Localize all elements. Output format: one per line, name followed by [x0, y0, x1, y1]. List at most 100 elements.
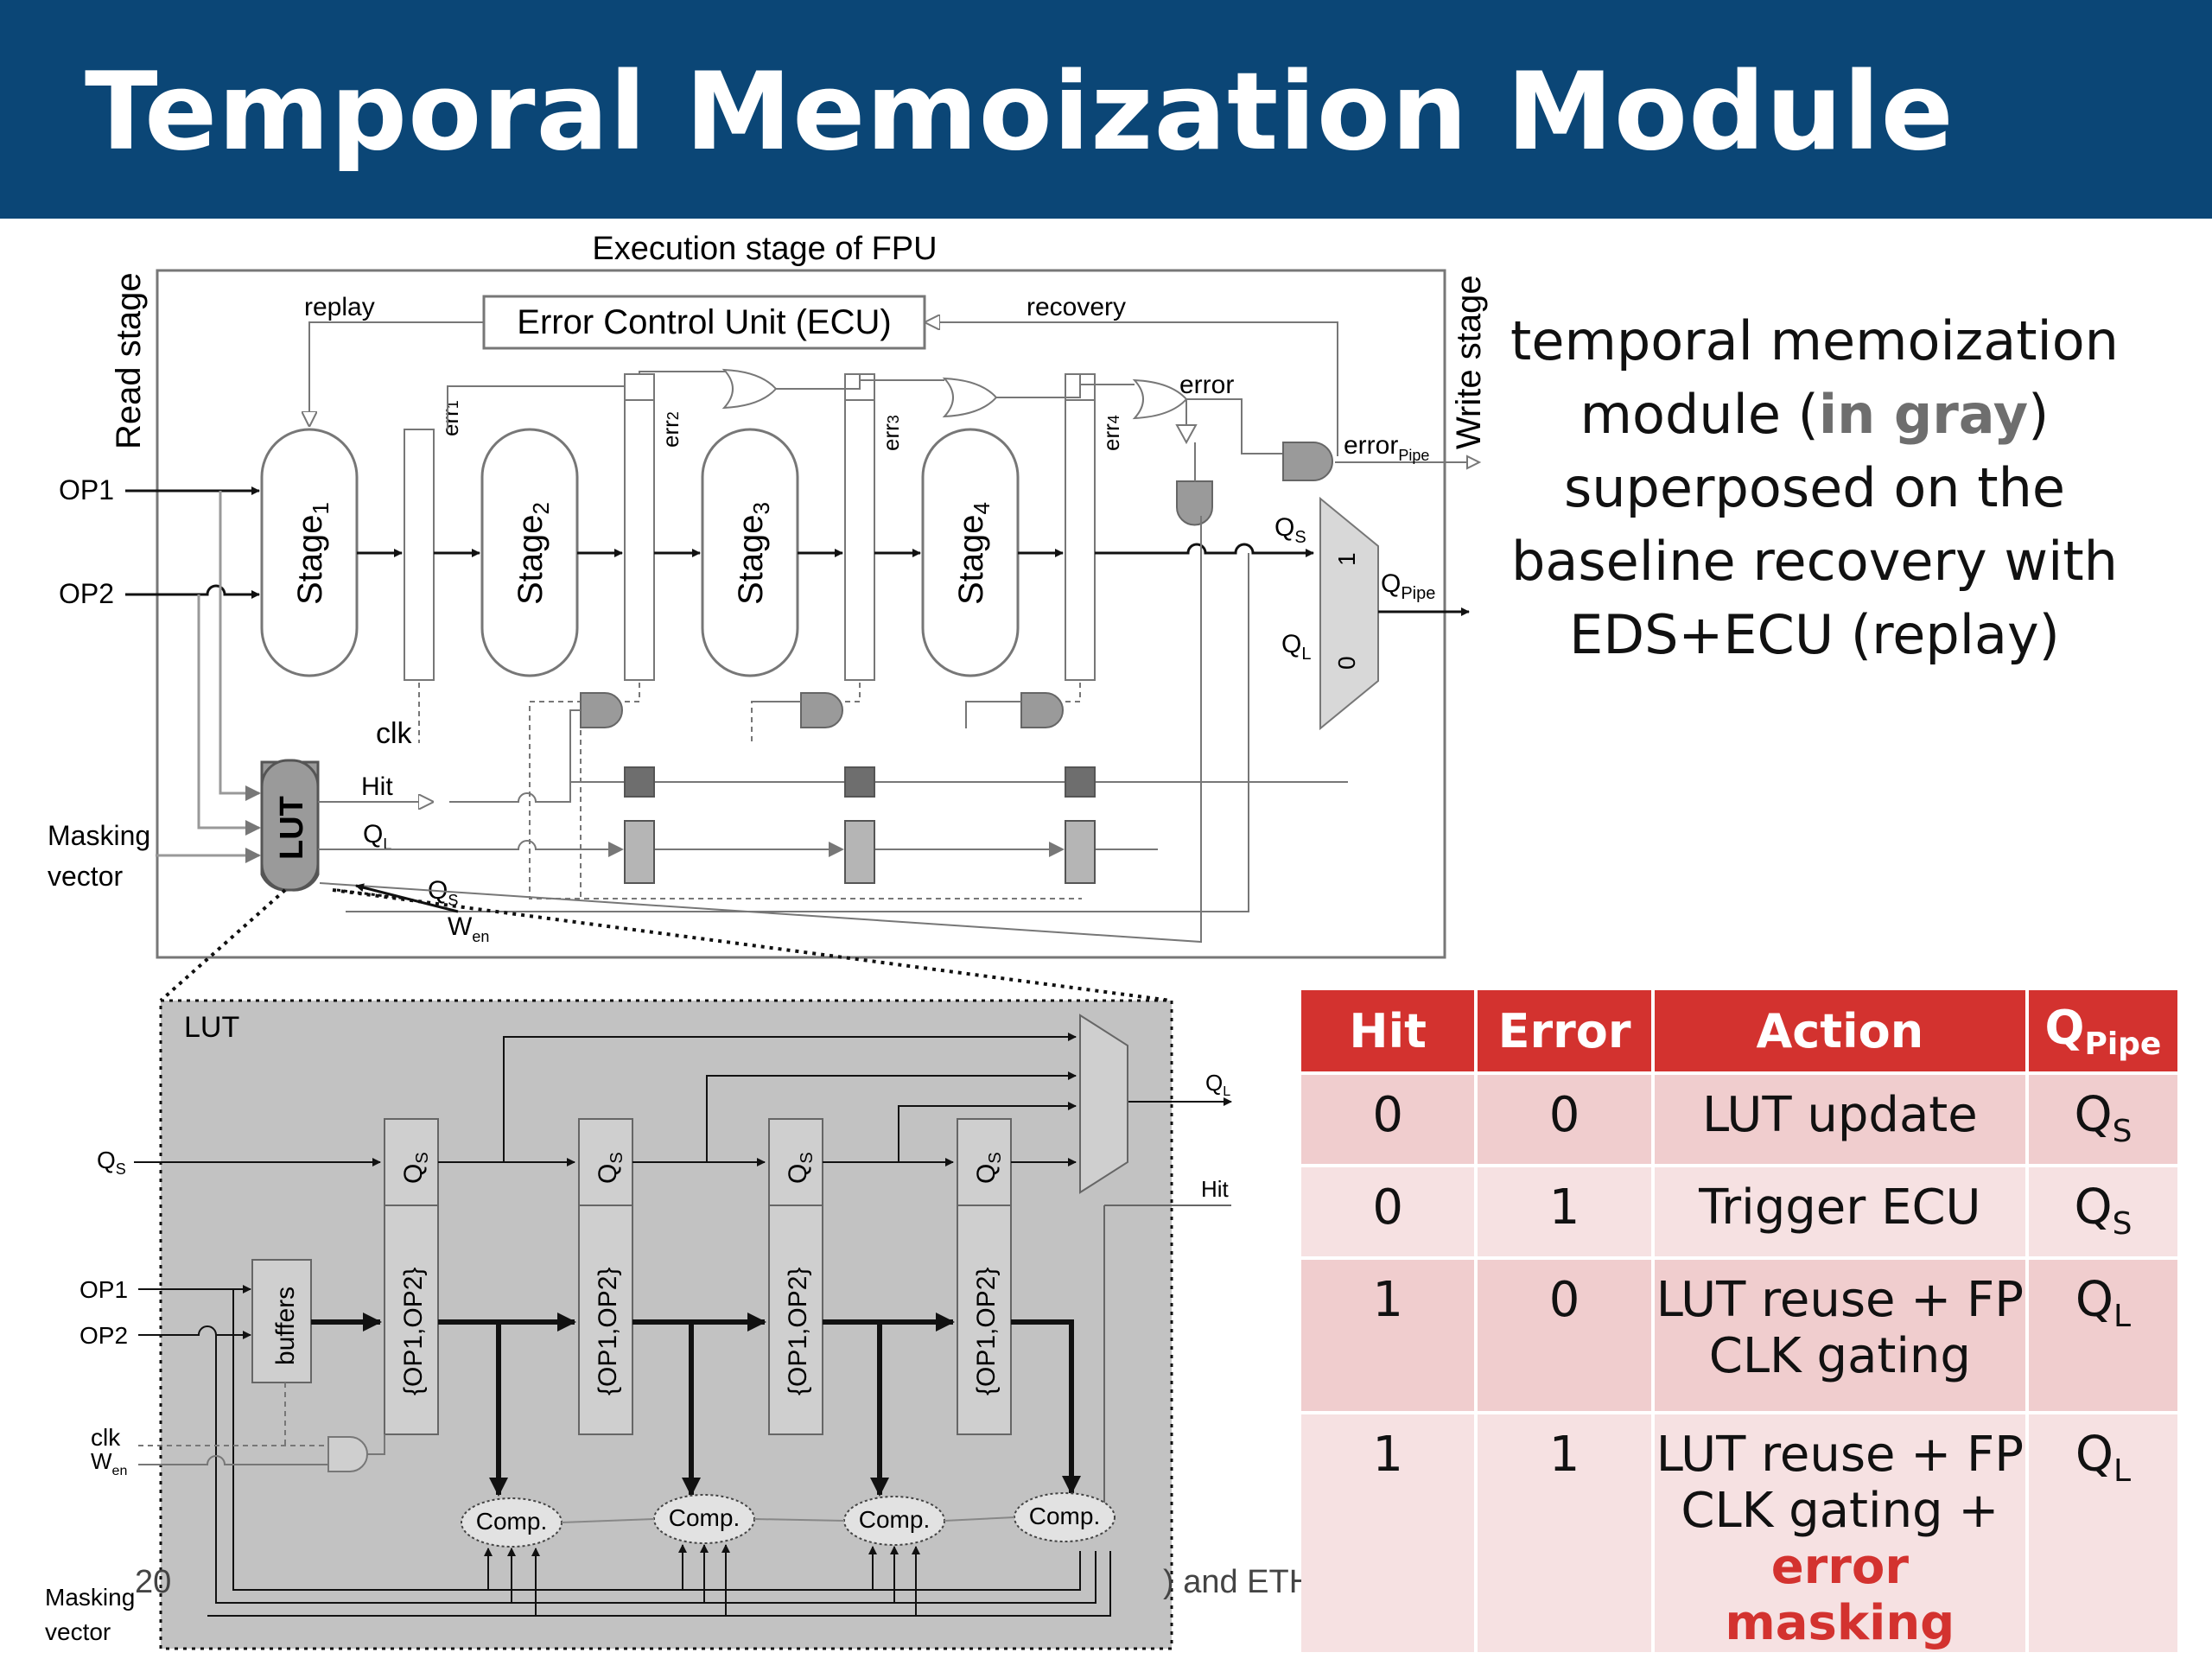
replay-line	[309, 321, 484, 425]
err1-label: err1	[437, 400, 463, 436]
stage1-label: Stage1	[291, 502, 334, 605]
error-label: error	[1179, 371, 1234, 399]
title-bar: Temporal Memoization Module	[0, 0, 2212, 219]
lut-clk-label: clk	[91, 1424, 121, 1451]
cell-hit: 0	[1301, 1167, 1475, 1256]
cell-q-sub: S	[2112, 1206, 2133, 1243]
ecu-box	[482, 295, 926, 350]
clk-lines	[418, 683, 1082, 899]
footer-right: ) and ETH	[1163, 1564, 1313, 1600]
comp-label-1: Comp.	[476, 1508, 547, 1535]
cell-action-line-2: CLK gating +	[1681, 1483, 1999, 1539]
mask-and-gate	[1176, 480, 1213, 526]
ql-latch-3	[1065, 820, 1096, 884]
slide-title: Temporal Memoization Module	[85, 50, 1955, 175]
cell-hit: 1	[1301, 1260, 1475, 1411]
comparators: Comp. Comp. Comp. Comp.	[461, 1492, 1116, 1616]
lut-op1-label: OP1	[79, 1276, 128, 1303]
lut-reg-ops-1	[384, 1205, 439, 1435]
lut-reg-ops-4	[957, 1205, 1012, 1435]
comp-label-2: Comp.	[669, 1504, 740, 1531]
wen-label: Wen	[448, 912, 489, 945]
op1-label: OP1	[59, 474, 114, 505]
desc-line-1: temporal memoization	[1510, 309, 2119, 372]
cell-action: LUT update	[1654, 1075, 2025, 1164]
err3-label: err3	[878, 415, 904, 451]
cell-q-sub: S	[2112, 1114, 2133, 1150]
clk-gate-3	[1020, 692, 1064, 728]
action-table: Hit Error Action QPipe 0 0 LUT update QS…	[1298, 987, 2181, 1656]
pipe-reg-1	[404, 429, 435, 681]
comp-input-wires	[484, 1544, 920, 1616]
mux-input-0: 0	[1333, 656, 1360, 670]
th-qpipe-main: Q	[2044, 1000, 2085, 1055]
cell-hit: 1	[1301, 1414, 1475, 1652]
cell-q-main: Q	[2075, 1427, 2113, 1483]
buffers-label: buffers	[271, 1287, 300, 1365]
lut-wen-label: Wen	[91, 1448, 127, 1478]
zoom-line-left	[159, 888, 287, 1002]
error-pipe-and-gate	[1282, 442, 1333, 481]
clk-label: clk	[376, 717, 413, 750]
lut-reg-qs-1	[384, 1118, 439, 1206]
cell-hit: 0	[1301, 1075, 1475, 1164]
table-header-row: Hit Error Action QPipe	[1301, 990, 2177, 1071]
cell-q: QL	[2028, 1260, 2177, 1411]
cell-error: 1	[1478, 1414, 1651, 1652]
err4-label: err4	[1098, 415, 1124, 451]
desc-in-gray: in gray	[1818, 383, 2029, 446]
cell-action-line-1: LUT reuse + FP	[1656, 1427, 2024, 1483]
error-pipe-label: errorPipe	[1344, 431, 1429, 464]
read-stage-label: Read stage	[110, 272, 148, 449]
cell-error: 0	[1478, 1260, 1651, 1411]
reg-ops-label-4: {OP1,OP2}	[972, 1268, 1001, 1395]
ql-label: QL	[1281, 630, 1311, 664]
stage2-label: Stage2	[512, 502, 554, 605]
ql-latch-1	[624, 820, 655, 884]
masking-label-2: vector	[48, 861, 123, 892]
fpu-box	[156, 269, 1446, 959]
qs-feedback-arrow	[355, 883, 459, 913]
hit-latch-1	[624, 766, 655, 798]
clk-gate-1	[580, 692, 623, 728]
th-qpipe: QPipe	[2028, 990, 2177, 1071]
lut-detail-diagram: LUT QS OP1 OP2 clk Wen Masking vector bu…	[45, 999, 1232, 1650]
desc-line-3: superposed on the	[1563, 456, 2066, 519]
reg-qs-label-3: QS	[784, 1152, 817, 1184]
recovery-label: recovery	[1027, 293, 1126, 321]
buffers-block	[251, 1259, 312, 1383]
masking-label-1: Masking	[48, 820, 150, 851]
pipe-reg-4	[1065, 384, 1096, 681]
lut-reg-ops-2	[578, 1205, 633, 1435]
lut-masking-label-1: Masking	[45, 1584, 135, 1611]
th-action: Action	[1654, 990, 2025, 1071]
th-error: Error	[1478, 990, 1651, 1071]
lut-ql-out-label: QL	[1205, 1070, 1230, 1099]
cell-action-error-masking: error masking	[1725, 1539, 1955, 1651]
error-buffer	[1175, 424, 1198, 445]
shadow-latch-2	[624, 373, 655, 401]
lut-masking-label-2: vector	[45, 1618, 111, 1645]
hit-latch-2	[844, 766, 875, 798]
comp-label-4: Comp.	[1029, 1503, 1100, 1529]
ecu-label: Error Control Unit (ECU)	[517, 303, 891, 341]
cell-q: QL	[2028, 1414, 2177, 1652]
data-path	[357, 543, 1314, 557]
cell-q: QS	[2028, 1075, 2177, 1164]
lut-clk-wen	[138, 1382, 385, 1472]
zoom-line-right	[332, 888, 1172, 1002]
cell-action-line-1: LUT reuse + FP	[1656, 1272, 2024, 1328]
desc-line-2-post: )	[2028, 383, 2050, 446]
fpu-title: Execution stage of FPU	[592, 231, 937, 267]
lut-label: LUT	[274, 796, 310, 860]
comp-link-wires	[561, 1516, 1015, 1523]
hit-ql-wires	[318, 516, 1348, 944]
recovery-line	[926, 322, 1338, 456]
reg-qs-label-2: QS	[594, 1152, 626, 1184]
qs-label: QS	[1274, 513, 1306, 547]
op2-label: OP2	[59, 578, 114, 609]
pipe-reg-3	[844, 384, 875, 681]
pipeline-diagram: Execution stage of FPU Read stage Write …	[48, 231, 1488, 1002]
